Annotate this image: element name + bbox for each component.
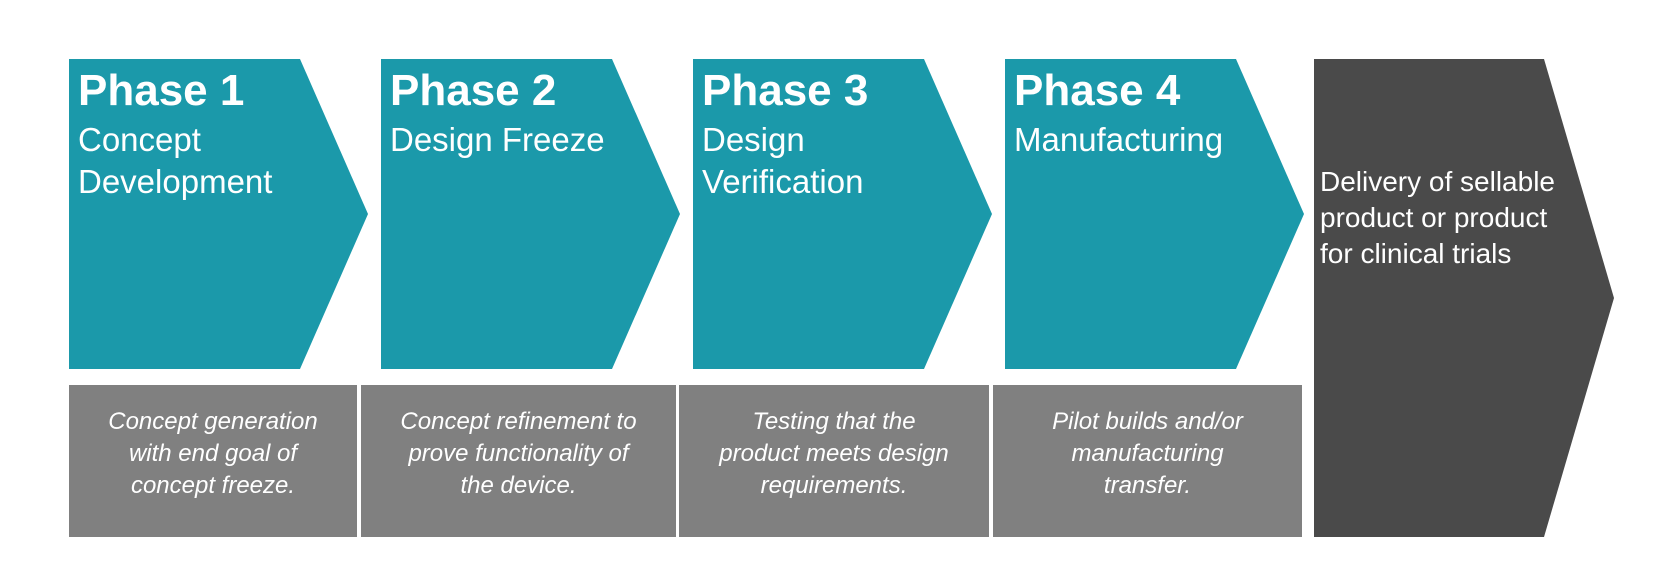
description-line: manufacturing [1071,440,1224,467]
phase-3-chevron [693,59,992,369]
description-line: Pilot builds and/or [1052,408,1243,435]
description-line: requirements. [760,472,908,499]
phase-4-subtitle-line: Manufacturing [1014,121,1224,158]
phase-1-description: Concept generation with end goal of conc… [69,406,357,502]
phase-3-description: Testing that the product meets design re… [679,406,989,502]
phase-2-description: Concept refinement to prove functionalit… [361,406,676,502]
phase-1-heading: Phase 1 Concept Development [78,66,272,203]
phase-3-heading: Phase 3 Design Verification [702,66,868,203]
phase-2-subtitle: Design Freeze [390,119,605,161]
description-line: product meets design [719,440,949,467]
phase-4-title: Phase 4 [1014,66,1181,115]
phase-1-title: Phase 1 [78,66,245,115]
description-line: concept freeze. [130,472,296,499]
phase-4-subtitle: Manufacturing [1014,119,1223,161]
phase-3-subtitle: Design Verification [702,119,868,203]
delivery-line: Delivery of sellable [1320,166,1555,197]
phase-3-subtitle-line: Verification [702,163,864,200]
phase-2-description-box [361,385,676,537]
description-line: Concept generation [108,408,318,435]
delivery-line: product or product [1320,202,1548,233]
delivery-arrow [1314,59,1614,537]
phase-1-description-box [69,385,357,537]
phase-4-heading: Phase 4 Manufacturing [1014,66,1223,161]
description-line: Concept refinement to [400,408,637,435]
phase-4-chevron [1005,59,1304,369]
phase-2-title: Phase 2 [390,66,557,115]
description-line: with end goal of [128,440,298,467]
phase-3-description-box [679,385,989,537]
phase-2-subtitle-line: Design Freeze [390,121,605,158]
description-line: Testing that the [752,408,916,435]
phase-1-chevron [69,59,368,369]
description-line: prove functionality of [408,440,629,467]
phase-4-description: Pilot builds and/or manufacturing transf… [993,406,1302,502]
description-line: the device. [460,472,577,499]
delivery-label: Delivery of sellable product or product … [1320,164,1555,272]
phase-3-subtitle-line: Design [702,121,805,158]
description-line: transfer. [1103,472,1192,499]
phase-1-subtitle-line: Development [78,163,273,200]
phase-3-title: Phase 3 [702,66,869,115]
phase-1-subtitle: Concept Development [78,119,272,203]
phase-2-chevron [381,59,680,369]
phase-4-description-box [993,385,1302,537]
phase-1-subtitle-line: Concept [78,121,201,158]
delivery-line: for clinical trials [1320,238,1512,269]
phase-2-heading: Phase 2 Design Freeze [390,66,605,161]
